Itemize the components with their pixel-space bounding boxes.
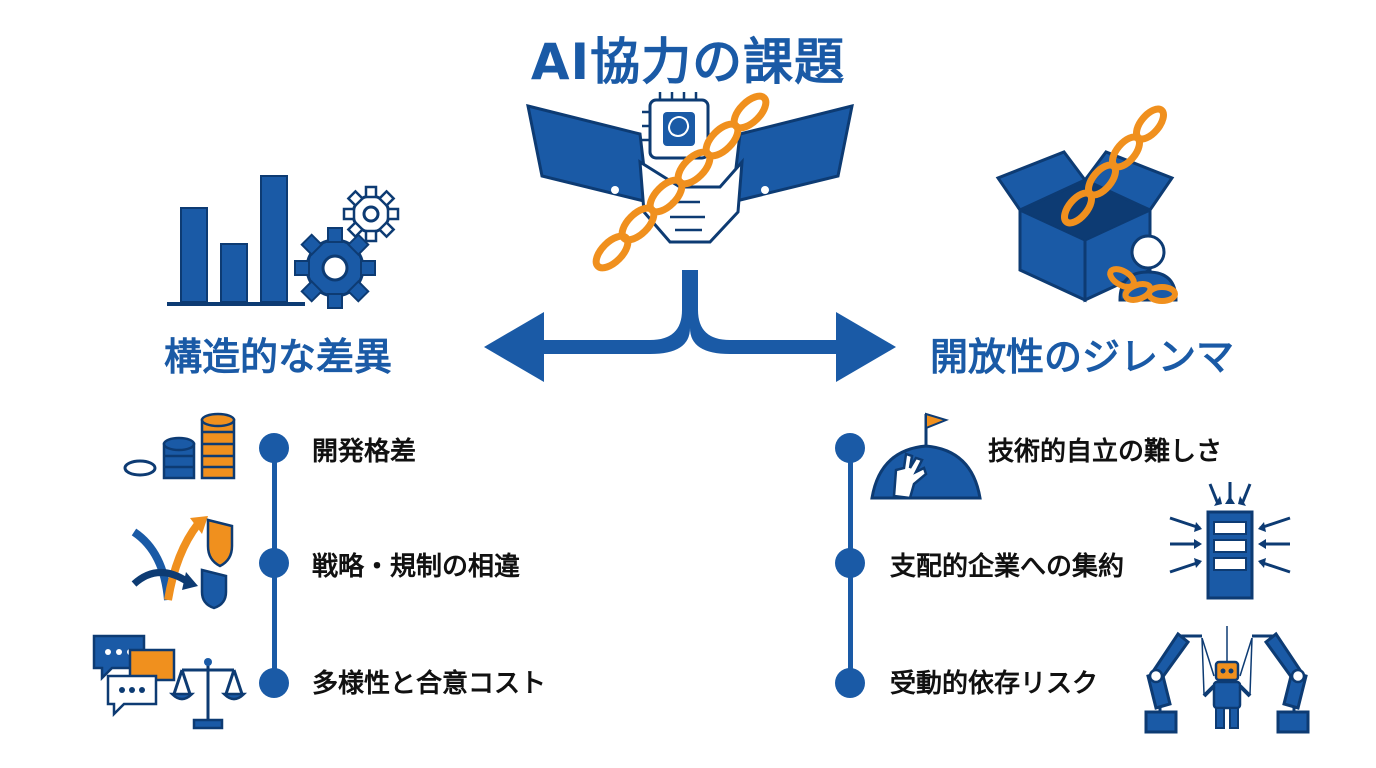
hand-climbing-flag-icon (870, 412, 982, 500)
left-timeline-dot (259, 433, 289, 463)
left-item-label: 多様性と合意コスト (312, 669, 547, 699)
handshake-chain-icon (526, 92, 854, 272)
left-heading: 構造的な差異 (164, 335, 393, 379)
right-item-label: 技術的自立の難しさ (988, 437, 1223, 467)
right-timeline-dot (835, 668, 865, 698)
right-timeline-dot (835, 548, 865, 578)
right-item-label: 受動的依存リスク (890, 669, 1099, 699)
left-item-label: 戦略・規制の相違 (312, 552, 521, 582)
left-item-label: 開発格差 (312, 437, 417, 467)
speech-bubbles-scale-icon (92, 634, 248, 730)
split-arrow-connector (484, 270, 896, 382)
left-timeline-dot (259, 548, 289, 578)
diverging-arrows-shields-icon (131, 516, 234, 610)
right-timeline-dot (835, 433, 865, 463)
bar-chart-gears-icon (167, 175, 400, 309)
right-item-label: 支配的企業への集約 (890, 552, 1125, 582)
coins-stack-icon (123, 412, 236, 480)
right-heading: 開放性のジレンマ (930, 335, 1235, 379)
server-converging-arrows-icon (1169, 482, 1291, 600)
robot-marionette-arms-icon (1144, 626, 1310, 734)
diagram-title: AI協力の課題 (530, 33, 846, 91)
left-timeline-dot (259, 668, 289, 698)
open-box-chain-person-icon (995, 105, 1178, 304)
